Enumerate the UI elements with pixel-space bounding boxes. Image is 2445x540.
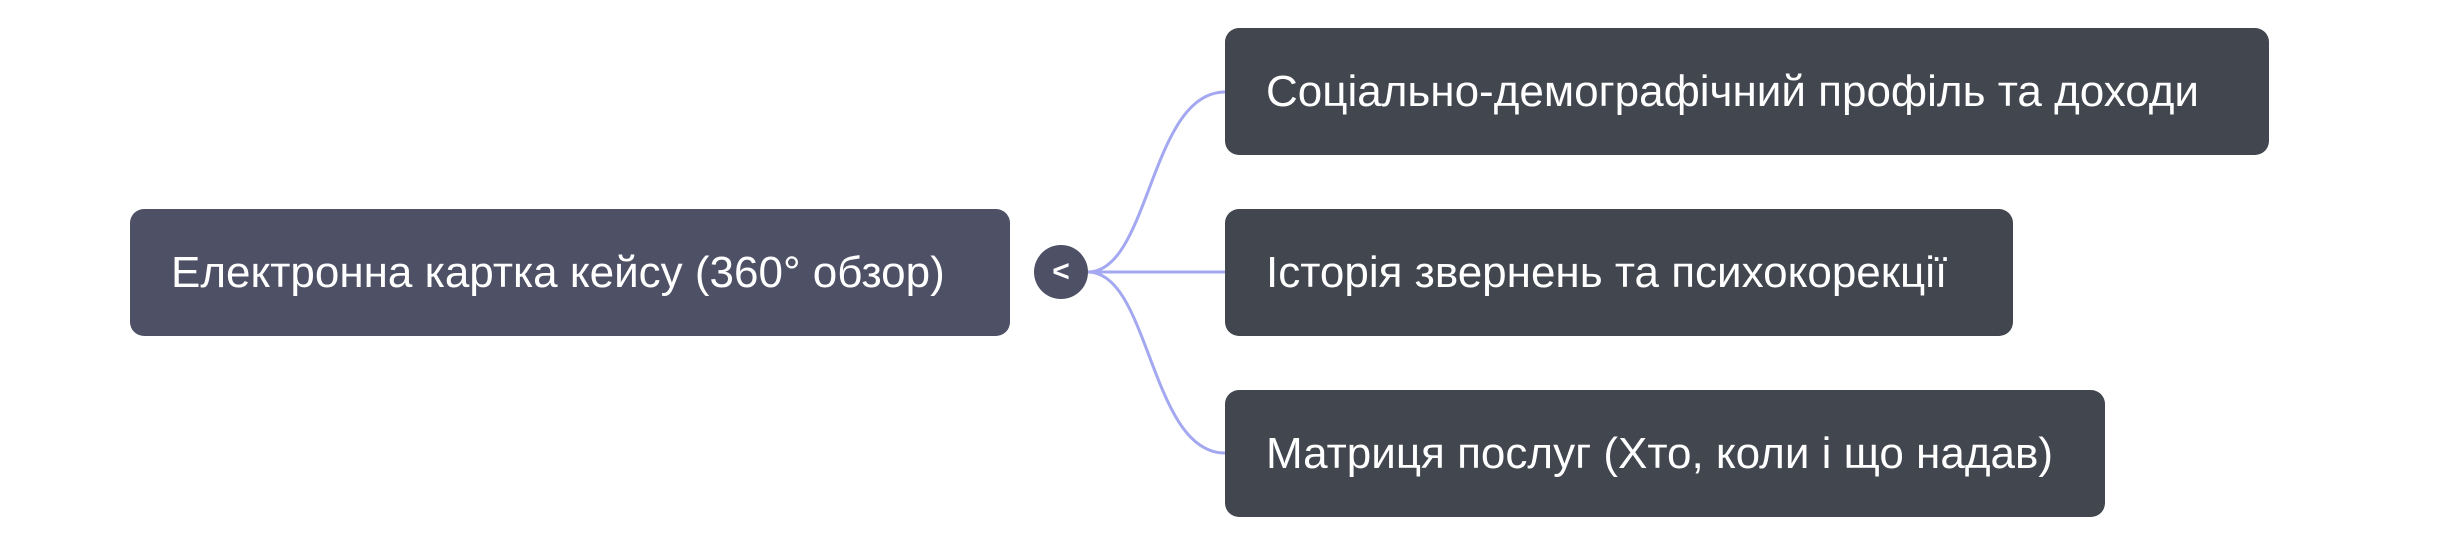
root-node-label: Електронна картка кейсу (360° обзор) [171,247,945,297]
root-node[interactable]: Електронна картка кейсу (360° обзор) [130,209,1010,336]
collapse-chevron-left-icon: < [1052,255,1070,288]
child-node-label: Соціально-демографічний профіль та доход… [1266,66,2199,116]
child-node-history[interactable]: Історія звернень та психокорекції [1225,209,2013,336]
child-node-label: Матриця послуг (Хто, коли і що надав) [1266,428,2053,478]
child-node-services[interactable]: Матриця послуг (Хто, коли і що надав) [1225,390,2105,517]
connector-line-1 [1087,90,1226,274]
collapse-toggle-button[interactable]: < [1034,245,1088,299]
connector-line-3 [1087,270,1226,455]
child-node-label: Історія звернень та психокорекції [1266,247,1948,297]
child-node-profile[interactable]: Соціально-демографічний профіль та доход… [1225,28,2269,155]
